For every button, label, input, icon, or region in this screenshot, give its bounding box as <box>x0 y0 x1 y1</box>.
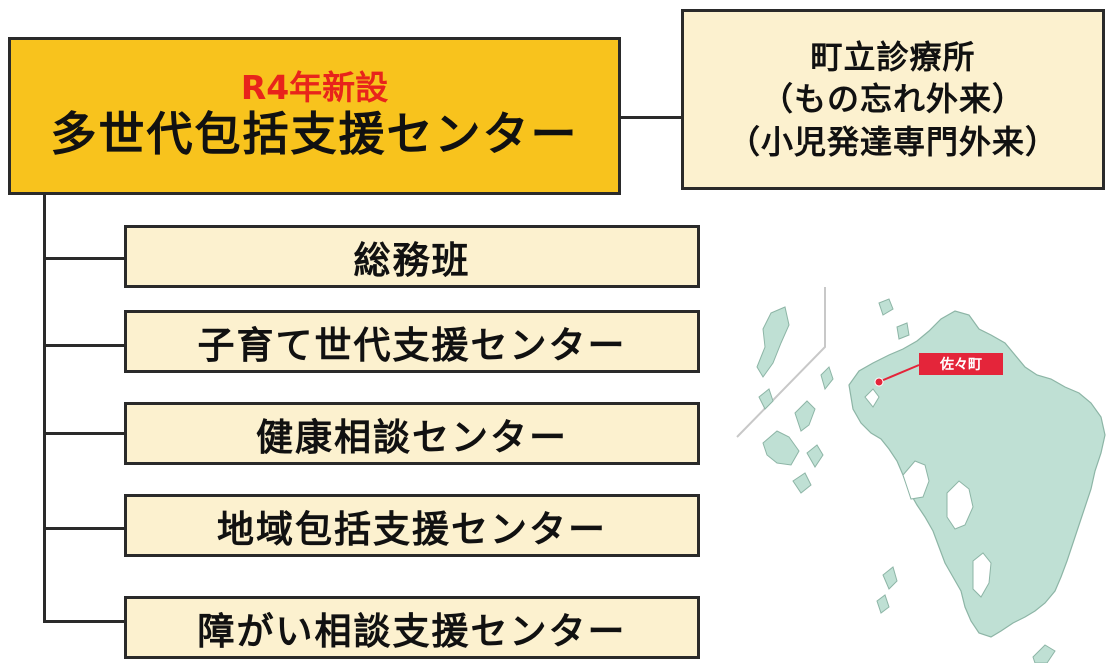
sub-unit-disability-support: 障がい相談支援センター <box>124 596 700 659</box>
connector-branch-2 <box>43 344 124 347</box>
clinic-box: 町立診療所 （もの忘れ外来） （小児発達専門外来） <box>681 9 1105 190</box>
kyushu-map-graphic: 佐々町 <box>733 285 1108 663</box>
sub-unit-label: 子育て世代支援センター <box>197 323 627 367</box>
connector-branch-1 <box>43 257 124 260</box>
main-center-subtitle: R4年新設 <box>240 68 389 108</box>
clinic-name: 町立診療所 <box>810 38 976 77</box>
connector-main-clinic <box>621 116 681 119</box>
sub-unit-label: 総務班 <box>353 238 471 282</box>
clinic-outpatient-child: （小児発達専門外来） <box>727 122 1058 161</box>
map-location-label-bg <box>919 353 1003 375</box>
sub-unit-general-affairs: 総務班 <box>124 225 700 288</box>
kyushu-map: 佐々町 <box>733 285 1108 663</box>
connector-trunk <box>43 195 46 622</box>
connector-branch-4 <box>43 527 124 530</box>
sub-unit-childcare-support: 子育て世代支援センター <box>124 310 700 373</box>
map-location-label: 佐々町 <box>939 356 982 373</box>
main-center-title: 多世代包括支援センター <box>50 107 579 162</box>
main-center-box: R4年新設 多世代包括支援センター <box>8 37 621 195</box>
sub-unit-label: 健康相談センター <box>256 415 568 459</box>
sub-unit-label: 地域包括支援センター <box>217 507 607 551</box>
sub-unit-community-care: 地域包括支援センター <box>124 494 700 557</box>
sub-unit-health-consultation: 健康相談センター <box>124 402 700 465</box>
connector-branch-3 <box>43 432 124 435</box>
clinic-outpatient-memory: （もの忘れ外来） <box>760 80 1025 119</box>
sub-unit-label: 障がい相談支援センター <box>197 609 627 653</box>
connector-branch-5 <box>43 620 124 623</box>
